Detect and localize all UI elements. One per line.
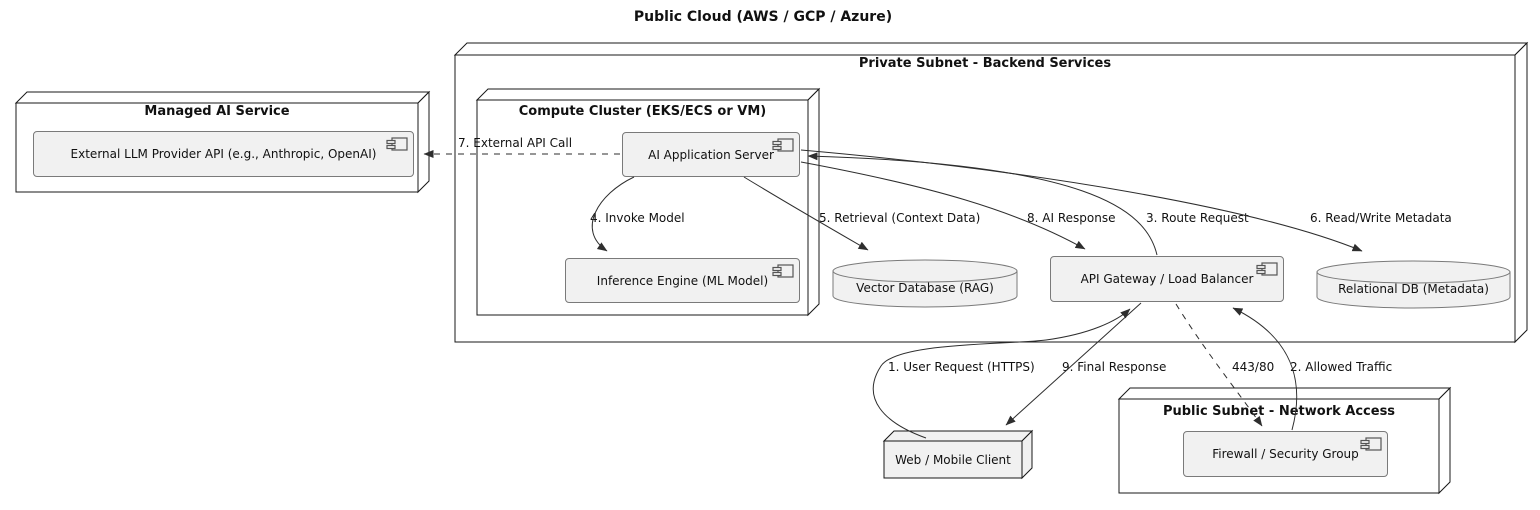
compute-cluster-title: Compute Cluster (EKS/ECS or VM) xyxy=(518,104,767,119)
edge-label-route-request: 3. Route Request xyxy=(1146,211,1249,225)
component-ai-application-server: AI Application Server xyxy=(622,132,800,177)
vector-db-label: Vector Database (RAG) xyxy=(856,281,994,295)
component-inference-engine: Inference Engine (ML Model) xyxy=(565,258,800,303)
edge-label-read-write-metadata: 6. Read/Write Metadata xyxy=(1310,211,1452,225)
edge-label-ai-response: 8. AI Response xyxy=(1027,211,1116,225)
relational-db-label: Relational DB (Metadata) xyxy=(1338,282,1489,296)
edge-ai-response xyxy=(800,161,1086,250)
component-label: Inference Engine (ML Model) xyxy=(596,273,769,288)
component-icon xyxy=(1360,437,1382,451)
component-icon xyxy=(386,137,408,151)
diagram-title: Public Cloud (AWS / GCP / Azure) xyxy=(633,9,893,25)
edge-label-retrieval: 5. Retrieval (Context Data) xyxy=(819,211,981,225)
public-subnet-title: Public Subnet - Network Access xyxy=(1162,404,1396,419)
component-firewall: Firewall / Security Group xyxy=(1183,431,1388,477)
managed-ai-service-title: Managed AI Service xyxy=(144,104,290,119)
component-label: Firewall / Security Group xyxy=(1212,447,1359,461)
component-label: API Gateway / Load Balancer xyxy=(1080,272,1254,286)
edge-read-write-metadata xyxy=(800,149,1363,252)
web-mobile-client-label: Web / Mobile Client xyxy=(895,452,1011,467)
component-api-gateway: API Gateway / Load Balancer xyxy=(1050,256,1284,302)
component-icon xyxy=(772,138,794,152)
edge-label-allowed-traffic: 2. Allowed Traffic xyxy=(1290,360,1393,374)
component-icon xyxy=(1256,262,1278,276)
component-label: AI Application Server xyxy=(648,147,774,162)
component-external-llm-api: External LLM Provider API (e.g., Anthrop… xyxy=(33,131,414,177)
edge-label-external-api-call: 7. External API Call xyxy=(458,136,573,150)
edge-label-invoke-model: 4. Invoke Model xyxy=(590,211,685,225)
component-icon xyxy=(772,264,794,278)
private-subnet-title: Private Subnet - Backend Services xyxy=(858,56,1112,71)
edge-label-final-response: 9. Final Response xyxy=(1062,360,1167,374)
edge-route-request xyxy=(807,152,1158,256)
edge-label-port: 443/80 xyxy=(1232,360,1275,374)
edge-label-user-request: 1. User Request (HTTPS) xyxy=(888,360,1035,374)
component-label: External LLM Provider API (e.g., Anthrop… xyxy=(70,147,377,161)
